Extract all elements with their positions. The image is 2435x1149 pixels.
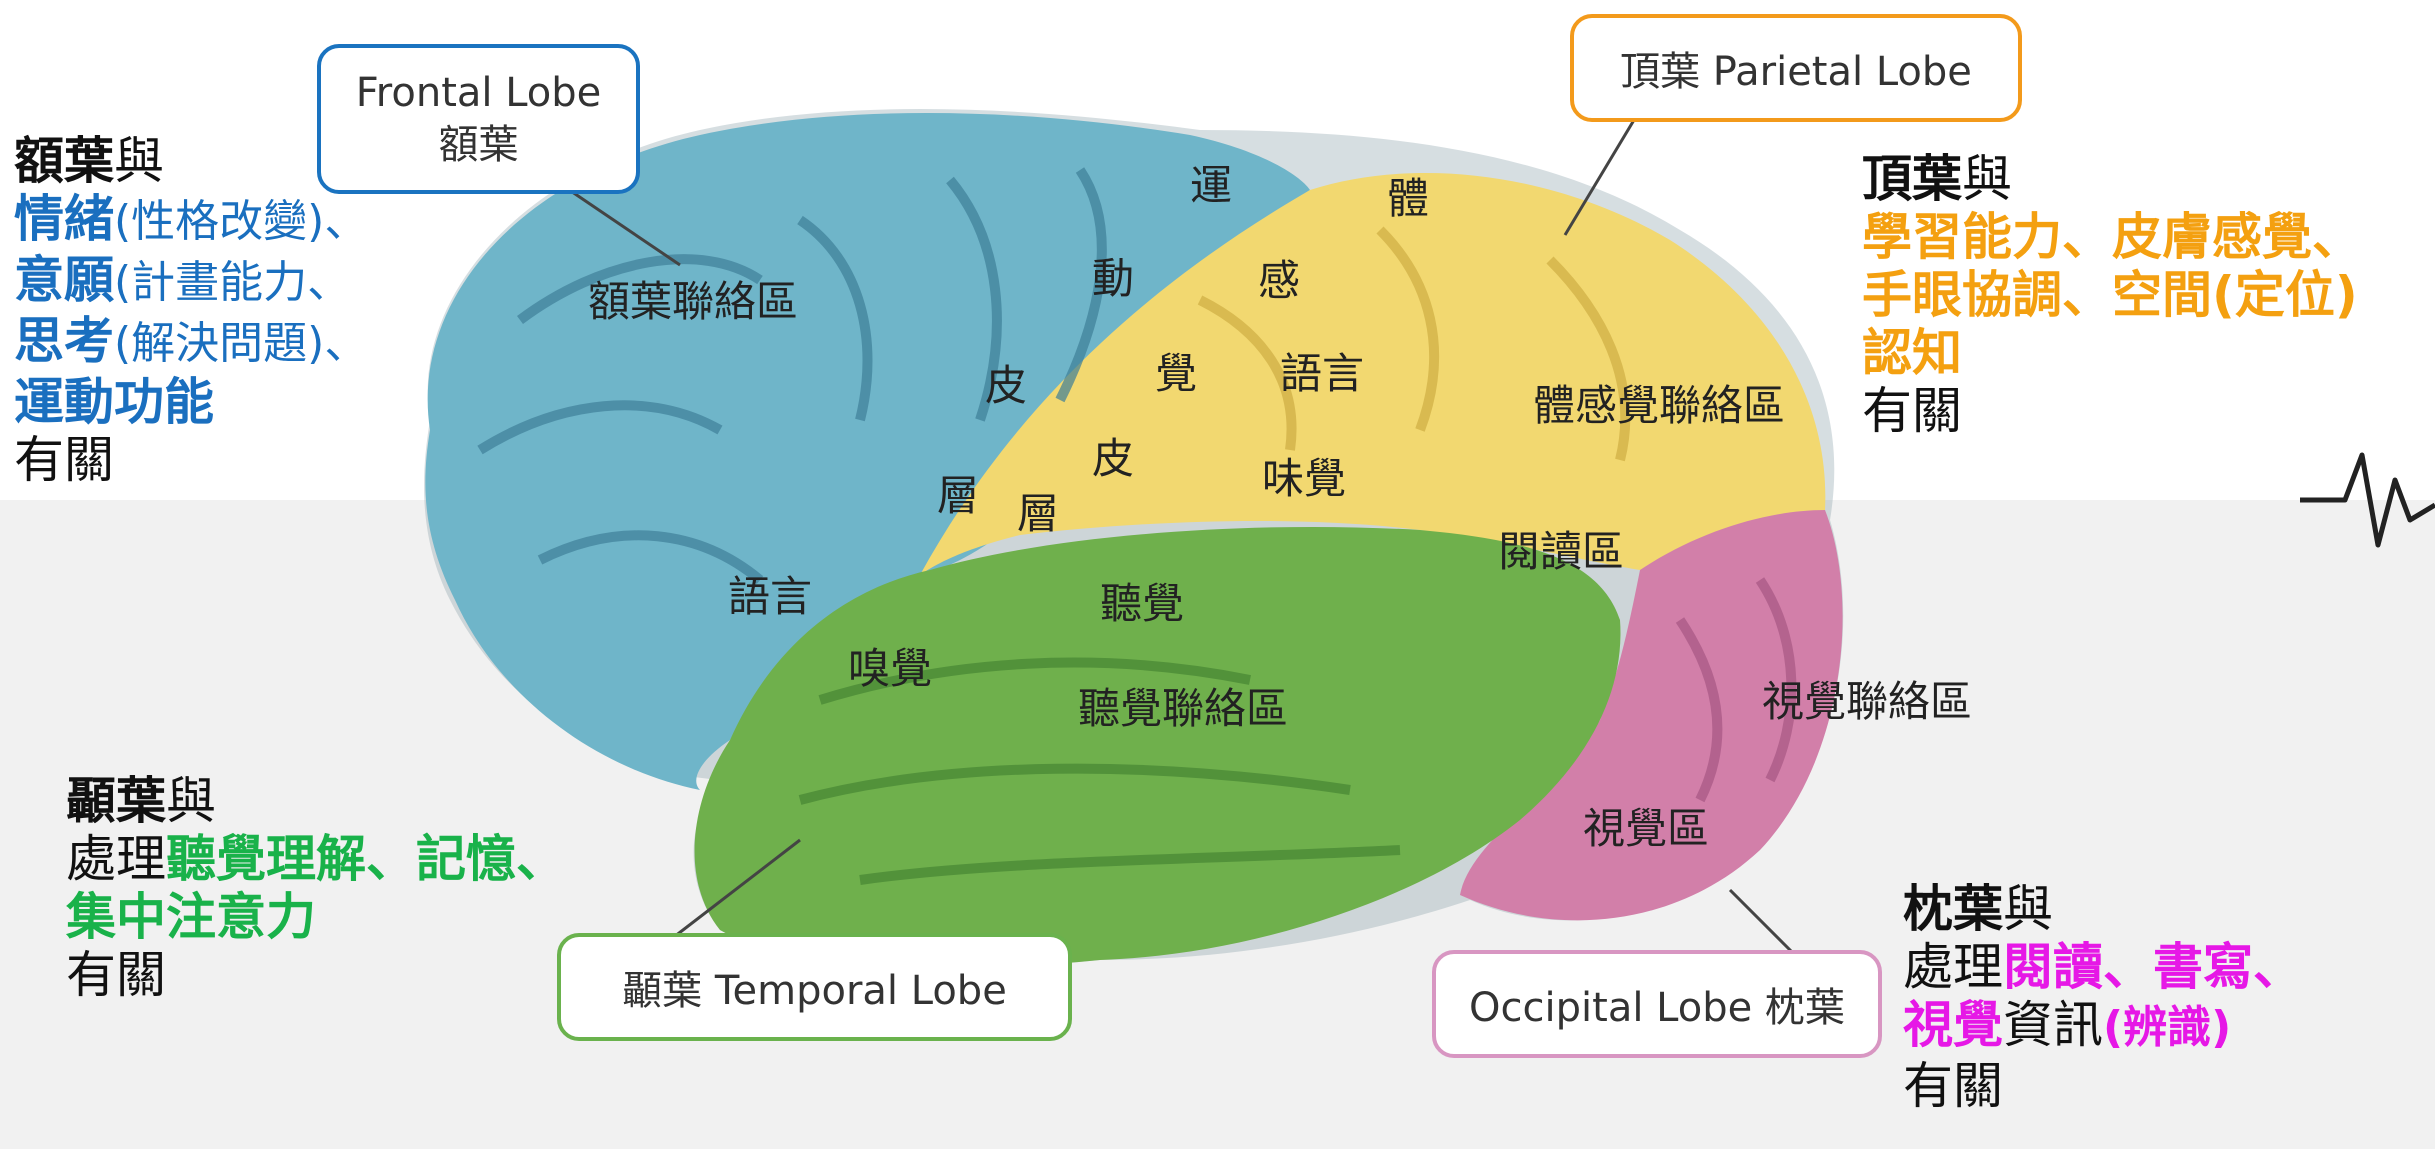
pulse-icon xyxy=(2300,455,2435,545)
label-smell: 嗅覺 xyxy=(848,635,932,696)
frontal-desc-item2-note: (計畫能力、 xyxy=(114,257,351,308)
occipital-desc-prefix: 處理 xyxy=(1903,938,2003,996)
parietal-lobe-box-label: 頂葉 Parietal Lobe xyxy=(1620,39,1972,97)
label-sensory-2: 感 xyxy=(1258,247,1300,308)
label-sensory-5: 層 xyxy=(1017,480,1059,541)
frontal-desc-item1: 情緒 xyxy=(14,190,114,248)
temporal-lobe-box: 顳葉 Temporal Lobe xyxy=(557,933,1072,1041)
frontal-desc-item1-note: (性格改變)、 xyxy=(114,196,368,247)
label-reading-area: 閱讀區 xyxy=(1498,518,1624,579)
parietal-desc-tail: 有關 xyxy=(1862,382,2362,440)
parietal-description: 頂葉與 學習能力、皮膚感覺、 手眼協調、空間(定位) 認知 有關 xyxy=(1862,150,2362,440)
label-frontal-association: 額葉聯絡區 xyxy=(588,268,798,329)
label-motor-3: 皮 xyxy=(985,352,1027,413)
label-somatosensory-association: 體感覺聯絡區 xyxy=(1533,372,1785,433)
parietal-lobe-box: 頂葉 Parietal Lobe xyxy=(1570,14,2022,122)
occipital-desc-title: 枕葉 xyxy=(1903,880,2003,938)
occipital-desc-line1: 閱讀、書寫、 xyxy=(2003,938,2303,996)
occipital-desc-line2a: 視覺 xyxy=(1903,996,2003,1054)
temporal-lobe-box-label: 顳葉 Temporal Lobe xyxy=(622,958,1007,1016)
frontal-lobe-box-en: Frontal Lobe xyxy=(356,67,602,119)
occipital-description: 枕葉與 處理閱讀、書寫、 視覺資訊(辨識) 有關 xyxy=(1903,880,2303,1115)
temporal-desc-title: 顳葉 xyxy=(66,772,166,830)
label-visual-area: 視覺區 xyxy=(1583,795,1709,856)
parietal-desc-line1: 學習能力、皮膚感覺、 xyxy=(1862,208,2362,266)
parietal-desc-line2: 手眼協調、空間(定位) xyxy=(1862,266,2358,324)
parietal-desc-title: 頂葉 xyxy=(1862,150,1962,208)
temporal-desc-prefix: 處理 xyxy=(66,830,166,888)
frontal-desc-item4: 運動功能 xyxy=(14,373,214,431)
label-motor-2: 動 xyxy=(1092,245,1134,306)
temporal-description: 顳葉與 處理聽覺理解、記憶、 集中注意力 有關 xyxy=(66,772,566,1004)
temporal-desc-tail: 有關 xyxy=(66,946,566,1004)
label-taste: 味覺 xyxy=(1262,445,1346,506)
temporal-desc-line2: 集中注意力 xyxy=(66,888,316,946)
frontal-desc-item3-note: (解決問題)、 xyxy=(114,318,368,369)
frontal-description: 額葉與 情緒(性格改變)、 意願(計畫能力、 思考(解決問題)、 運動功能 有關 xyxy=(14,132,368,489)
label-auditory-association: 聽覺聯絡區 xyxy=(1078,675,1288,736)
frontal-desc-item3: 思考 xyxy=(14,312,114,370)
temporal-desc-title-suffix: 與 xyxy=(166,772,216,830)
label-sensory-1: 體 xyxy=(1387,165,1429,226)
occipital-lobe-box: Occipital Lobe 枕葉 xyxy=(1432,950,1882,1058)
label-motor-1: 運 xyxy=(1190,152,1232,213)
frontal-desc-tail: 有關 xyxy=(14,431,368,489)
occipital-desc-tail: 有關 xyxy=(1903,1057,2303,1115)
label-sensory-3: 覺 xyxy=(1155,340,1197,401)
parietal-desc-line3: 認知 xyxy=(1862,324,1962,382)
label-sensory-4: 皮 xyxy=(1092,425,1134,486)
frontal-desc-title: 額葉 xyxy=(14,132,114,190)
occipital-desc-title-suffix: 與 xyxy=(2003,880,2053,938)
label-hearing: 聽覺 xyxy=(1100,570,1184,631)
label-visual-association: 視覺聯絡區 xyxy=(1762,668,1972,729)
label-language-upper: 語言 xyxy=(1280,340,1364,401)
frontal-desc-title-suffix: 與 xyxy=(114,132,164,190)
occipital-lobe-box-label: Occipital Lobe 枕葉 xyxy=(1469,975,1845,1033)
frontal-lobe-box-zh: 額葉 xyxy=(439,119,519,171)
label-motor-4: 層 xyxy=(937,462,979,523)
parietal-desc-title-suffix: 與 xyxy=(1962,150,2012,208)
temporal-desc-line1: 聽覺理解、記憶、 xyxy=(166,830,566,888)
frontal-desc-item2: 意願 xyxy=(14,251,114,309)
label-language-lower: 語言 xyxy=(728,563,812,624)
occipital-desc-line2c: (辨識) xyxy=(2103,1002,2231,1053)
occipital-desc-line2b: 資訊 xyxy=(2003,996,2103,1054)
